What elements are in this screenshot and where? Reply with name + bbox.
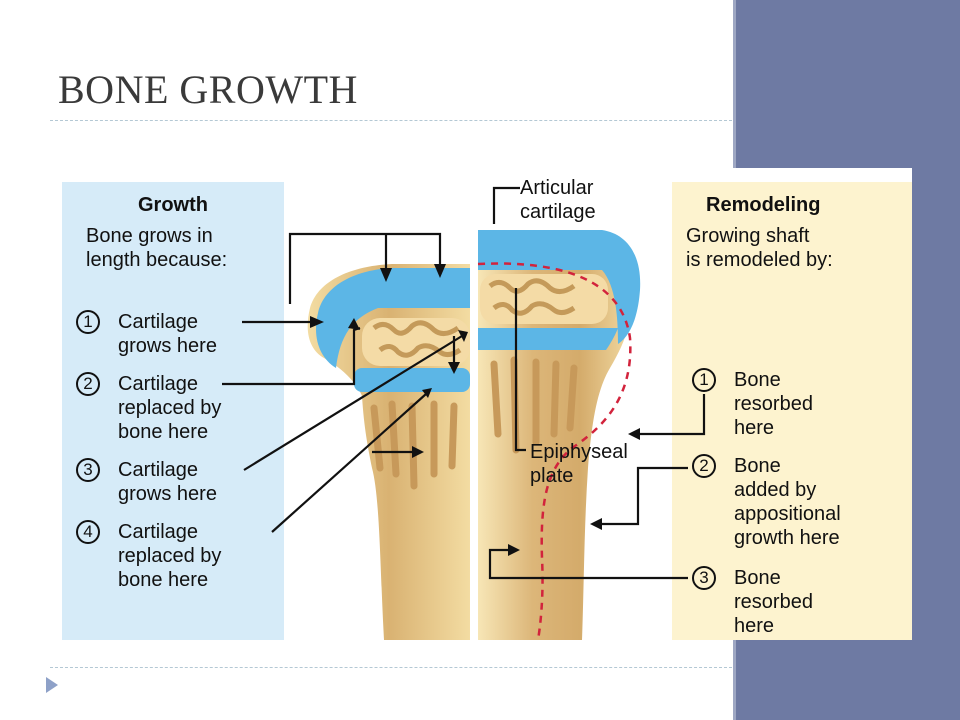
growth-heading: Growth	[138, 194, 208, 216]
remodeling-boundary	[477, 262, 632, 640]
growth-panel	[62, 182, 284, 640]
growth-step-2-line-1: Cartilage	[118, 373, 199, 395]
remodel-step-1-line-1: Bone	[734, 369, 781, 391]
remodel-step-2-line-3: appositional	[734, 503, 841, 525]
growth-step-3-line-1: Cartilage	[118, 459, 199, 481]
growth-step-4-badge: 4	[76, 520, 100, 544]
remodeling-panel	[672, 182, 912, 640]
right-epiphyseal-plate	[478, 328, 618, 350]
remodel-step-3-line-3: here	[734, 615, 775, 637]
articular-label-line-1: Articular	[520, 177, 594, 199]
epiphyseal-label-line-1: Epiphyseal	[530, 441, 628, 463]
remodeling-intro-line-1: Growing shaft	[686, 225, 810, 247]
growth-step-3-line-2: grows here	[118, 483, 217, 505]
growth-step-1-line-1: Cartilage	[118, 311, 199, 333]
bone-growth-figure: Growth Bone grows in length because: 1 C…	[62, 168, 912, 640]
remodel-step-2-badge: 2	[692, 454, 716, 478]
growth-step-2-line-3: bone here	[118, 421, 209, 443]
footer-divider	[50, 667, 732, 668]
remodeling-intro-line-2: is remodeled by:	[686, 249, 833, 271]
growth-intro-line-2: length because:	[86, 249, 228, 271]
left-articular-cartilage	[316, 268, 470, 368]
epiphyseal-label-line-2: plate	[530, 465, 574, 487]
growth-step-4-line-2: replaced by	[118, 545, 222, 567]
growth-intro-line-1: Bone grows in	[86, 225, 213, 247]
growth-step-2-line-2: replaced by	[118, 397, 222, 419]
remodel-step-1-badge: 1	[692, 368, 716, 392]
play-arrow-icon[interactable]	[46, 677, 58, 693]
articular-label-line-2: cartilage	[520, 201, 596, 223]
slide-title: BONE GROWTH	[58, 67, 358, 112]
remodel-step-3-line-1: Bone	[734, 567, 781, 589]
growth-step-3-badge: 3	[76, 458, 100, 482]
remodel-step-3-line-2: resorbed	[734, 591, 813, 613]
growth-step-4-line-3: bone here	[118, 569, 209, 591]
growth-step-2-badge: 2	[76, 372, 100, 396]
bone-illustration	[62, 182, 912, 640]
title-divider	[50, 120, 732, 121]
right-articular-cartilage	[478, 230, 641, 344]
remodel-step-2-line-1: Bone	[734, 455, 781, 477]
remodeling-heading: Remodeling	[706, 194, 821, 216]
remodel-step-1-line-2: resorbed	[734, 393, 813, 415]
remodel-step-2-line-4: growth here	[734, 527, 840, 549]
growth-step-1-line-2: grows here	[118, 335, 217, 357]
growth-step-1-badge: 1	[76, 310, 100, 334]
remodel-step-2-line-2: added by	[734, 479, 817, 501]
remodel-step-3-badge: 3	[692, 566, 716, 590]
left-epiphyseal-plate	[354, 368, 470, 392]
growth-step-4-line-1: Cartilage	[118, 521, 199, 543]
remodel-step-1-line-3: here	[734, 417, 775, 439]
